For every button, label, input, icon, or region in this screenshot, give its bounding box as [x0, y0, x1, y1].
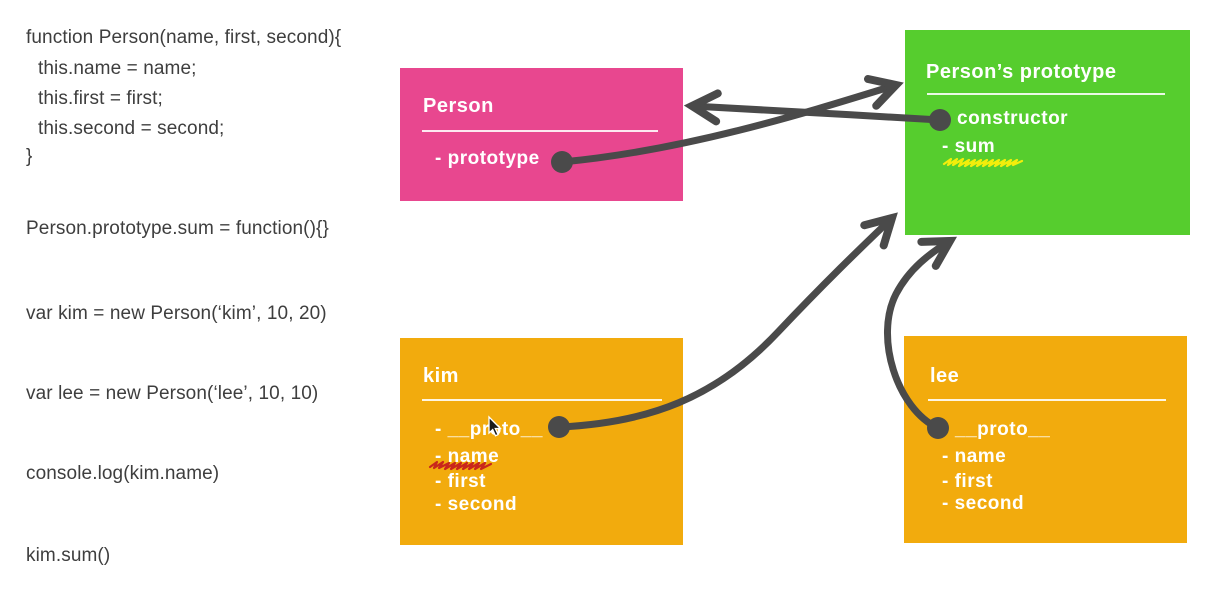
code-line-var-kim: var kim = new Person(‘kim’, 10, 20)	[26, 303, 327, 324]
property-lee-first: - first	[942, 471, 993, 492]
box-person-prototype: Person’s prototype constructor - sum	[905, 30, 1190, 235]
property-kim-second: - second	[435, 494, 518, 515]
box-kim-divider	[422, 399, 662, 401]
property-kim-first: - first	[435, 471, 486, 492]
property-kim-proto: - __proto__	[435, 419, 543, 440]
code-line-var-lee: var lee = new Person(‘lee’, 10, 10)	[26, 383, 319, 404]
property-lee-second: - second	[942, 493, 1025, 514]
box-lee-title: lee	[930, 365, 960, 387]
code-line-close-brace: }	[26, 146, 33, 167]
box-lee-divider	[928, 399, 1166, 401]
box-person-function: Person - prototype	[400, 68, 683, 201]
code-line-function-person: function Person(name, first, second){	[26, 27, 342, 48]
property-lee-proto: __proto__	[955, 419, 1051, 440]
box-person-divider	[422, 130, 658, 132]
code-line-console-log: console.log(kim.name)	[26, 463, 220, 484]
box-kim-instance: kim - __proto__ - name - first - second	[400, 338, 683, 545]
box-prototype-divider	[927, 93, 1165, 95]
property-prototype: - prototype	[435, 148, 540, 169]
code-line-this-second: this.second = second;	[38, 118, 225, 139]
code-line-this-name: this.name = name;	[38, 58, 197, 79]
code-line-prototype-sum: Person.prototype.sum = function(){}	[26, 218, 329, 239]
box-prototype-title: Person’s prototype	[926, 61, 1117, 83]
property-lee-name: - name	[942, 446, 1007, 467]
code-line-kim-sum: kim.sum()	[26, 545, 111, 566]
property-kim-name: - name	[435, 446, 500, 467]
arrow-constructor-to-person	[683, 89, 944, 126]
box-person-title: Person	[423, 95, 494, 117]
box-kim-title: kim	[423, 365, 459, 387]
code-line-this-first: this.first = first;	[38, 88, 163, 109]
box-lee-instance: lee __proto__ - name - first - second	[904, 336, 1187, 543]
property-sum: - sum	[942, 136, 996, 157]
property-constructor: constructor	[957, 108, 1069, 129]
